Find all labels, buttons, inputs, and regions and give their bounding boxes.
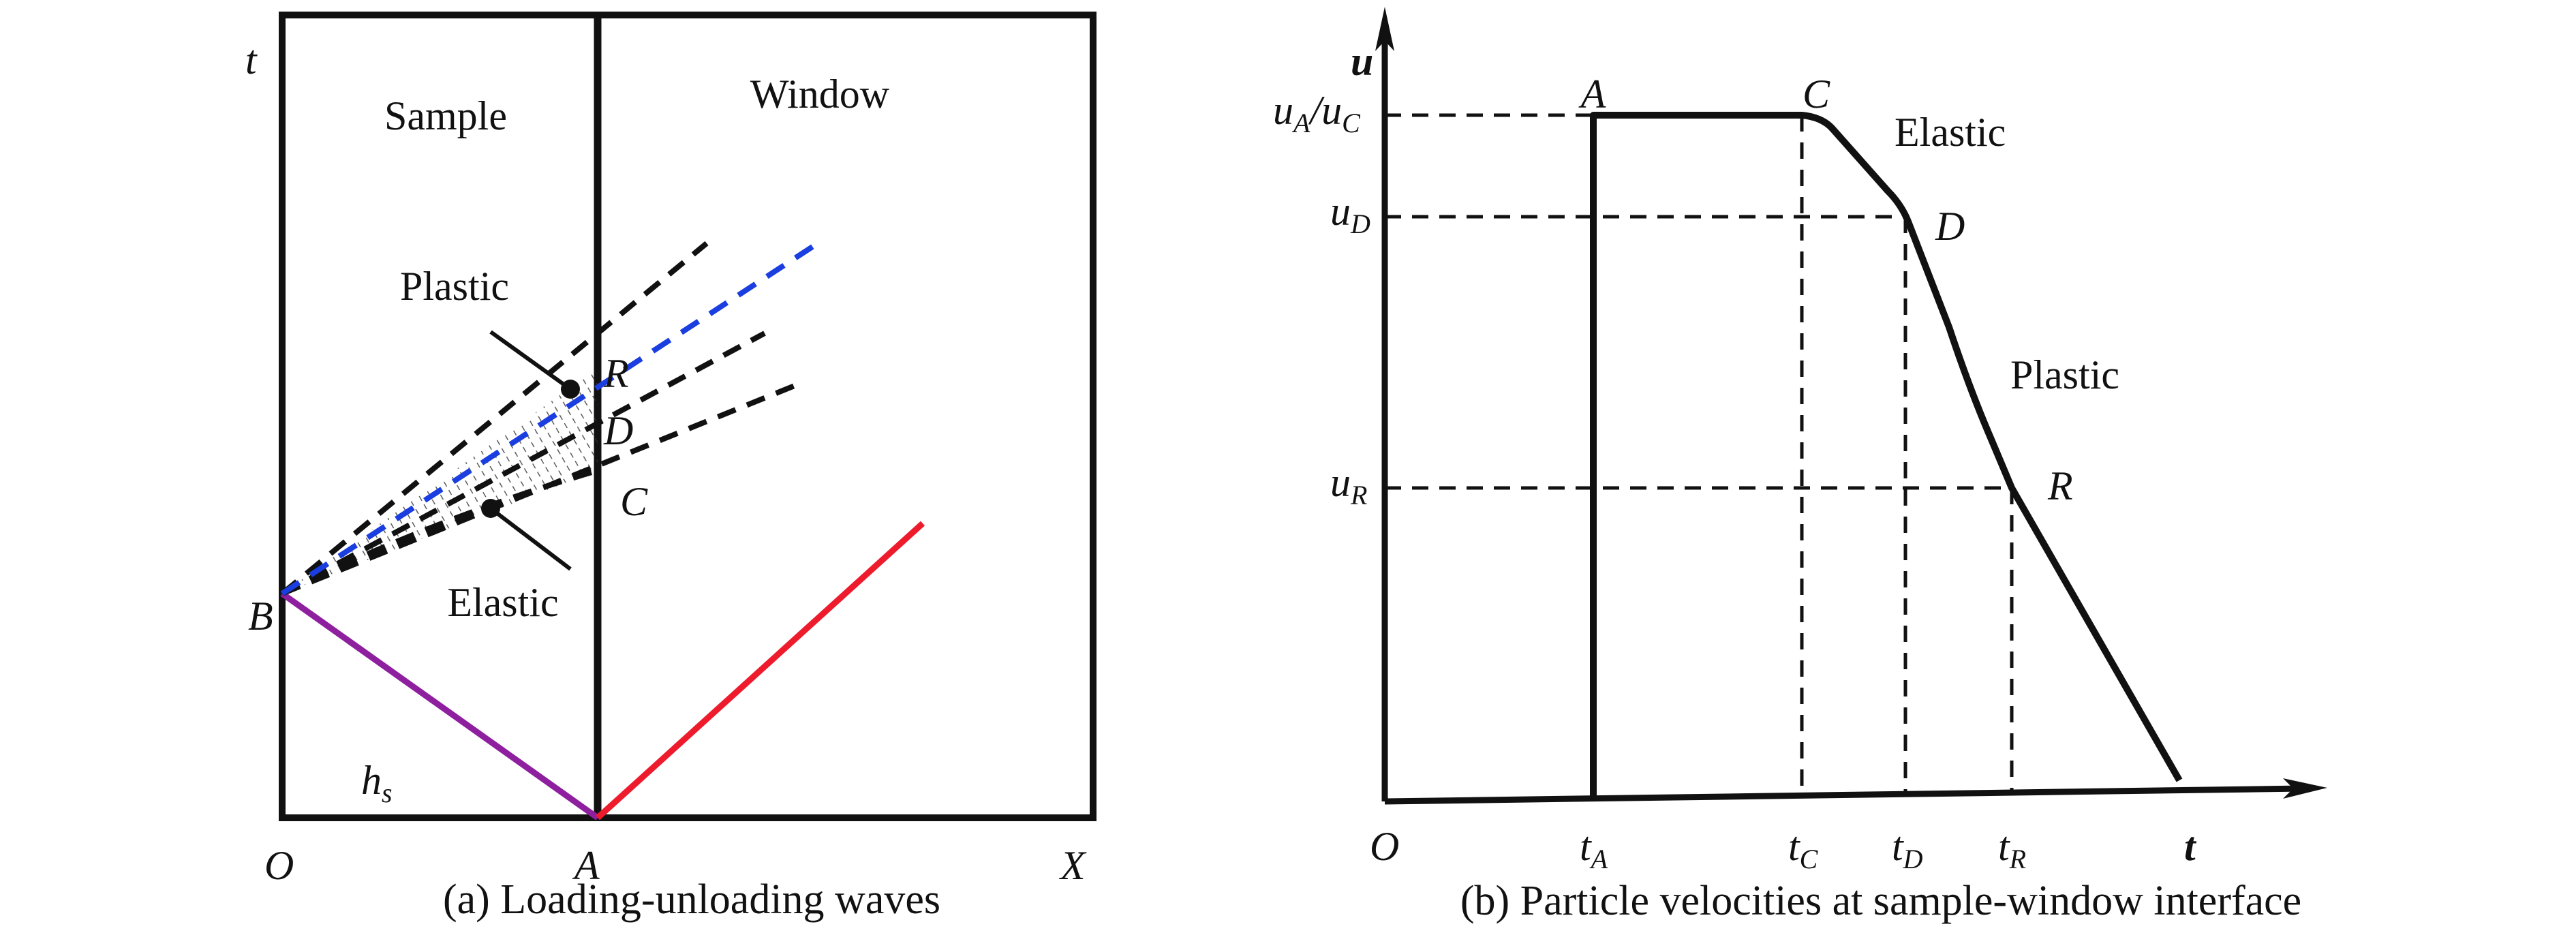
elastic-label: Elastic <box>1895 110 2006 155</box>
tick-tA: tA <box>1580 824 1608 874</box>
point-B-label: B <box>248 594 273 639</box>
point-R-label: R <box>2047 463 2073 508</box>
caption-a: (a) Loading-unloading waves <box>443 876 940 923</box>
axis-X-label: X <box>1059 843 1087 888</box>
plastic-dot <box>561 380 580 399</box>
fan-line-blue <box>280 239 822 596</box>
tick-uA-uC: uA/uC <box>1273 88 1361 138</box>
uA-main: u <box>1273 88 1293 133</box>
elastic-dot <box>481 499 500 518</box>
tC-main: t <box>1788 824 1800 869</box>
uC-sub: C <box>1342 108 1361 138</box>
tA-main: t <box>1580 824 1592 869</box>
tick-tR: tR <box>1998 824 2026 874</box>
origin-O-label: O <box>264 843 294 888</box>
domain-frame <box>279 12 1097 821</box>
origin-O-label: O <box>1370 824 1399 869</box>
thickness-hs-label: hs <box>361 758 393 808</box>
point-A-label: A <box>1578 72 1606 117</box>
tick-uR: uR <box>1330 460 1367 510</box>
uA-sub: A <box>1291 108 1310 138</box>
t-axis <box>1384 785 2304 805</box>
uR-sub: R <box>1350 480 1367 510</box>
tick-tD: tD <box>1892 824 1923 874</box>
guide-lines <box>1385 113 2014 794</box>
t-axis-arrow-icon <box>2283 778 2327 799</box>
axis-t-label: t <box>245 37 258 82</box>
uD-main: u <box>1330 189 1351 234</box>
tick-tC: tC <box>1788 824 1819 874</box>
tD-main: t <box>1892 824 1904 869</box>
panel-b-particle-velocity: u uA/uC uD uR A C Elastic D Plastic R O … <box>1273 7 2327 924</box>
velocity-profile-curve <box>1590 112 2183 797</box>
plastic-label: Plastic <box>2010 352 2119 397</box>
elastic-leader-line <box>489 506 572 571</box>
point-C-label: C <box>620 479 648 524</box>
thickness-sub: s <box>382 778 393 808</box>
reflected-wave-line <box>280 591 600 821</box>
point-A-label: A <box>572 843 600 888</box>
u-axis-arrow-icon <box>1375 7 1394 51</box>
axis-u-label: u <box>1351 39 1373 84</box>
tA-sub: A <box>1589 844 1608 874</box>
tick-uD: uD <box>1330 189 1370 239</box>
uD-sub: D <box>1350 209 1370 239</box>
axis-t-label: t <box>2184 824 2197 869</box>
elastic-label: Elastic <box>447 580 558 625</box>
fan-line <box>281 331 766 596</box>
plastic-leader-line <box>489 330 572 391</box>
uC-main: u <box>1321 88 1342 133</box>
point-R-label: R <box>603 351 629 396</box>
point-D-label: D <box>603 408 633 453</box>
point-D-label: D <box>1935 204 1965 249</box>
thickness-main: h <box>361 758 382 803</box>
tC-sub: C <box>1800 844 1819 874</box>
uR-main: u <box>1330 460 1351 505</box>
point-C-label: C <box>1803 72 1830 117</box>
caption-b: (b) Particle velocities at sample-window… <box>1460 878 2301 924</box>
fan-line-elastic <box>281 469 596 596</box>
unloading-fan-region <box>282 368 598 594</box>
tD-sub: D <box>1903 844 1923 874</box>
rarefaction-fan <box>280 241 799 596</box>
tR-sub: R <box>2009 844 2026 874</box>
plastic-label: Plastic <box>400 264 509 309</box>
window-label: Window <box>750 72 890 117</box>
sample-label: Sample <box>384 93 507 138</box>
tR-main: t <box>1998 824 2010 869</box>
panel-a-loading-unloading-waves: t Sample Window Plastic Elastic R D C B … <box>245 12 1097 923</box>
transmitted-wave-line <box>595 521 925 821</box>
